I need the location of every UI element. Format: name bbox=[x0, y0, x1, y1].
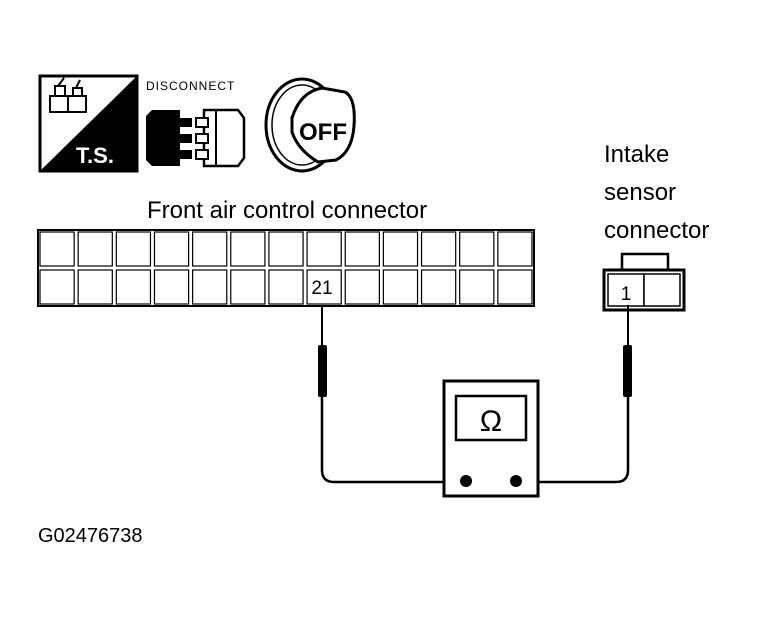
connector-cavity bbox=[459, 231, 495, 267]
connector-cavity bbox=[344, 231, 380, 267]
meter-terminal-negative bbox=[460, 475, 472, 487]
connector-cavity bbox=[344, 269, 380, 305]
connector-cavity bbox=[382, 231, 419, 267]
connector-cavity bbox=[153, 231, 190, 267]
intake-connector-title: Intake sensor connector bbox=[604, 141, 709, 244]
front-connector-title: Front air control connector bbox=[147, 197, 427, 224]
disconnect-label: DISCONNECT bbox=[146, 79, 235, 93]
intake-title-line-2: sensor bbox=[604, 179, 676, 206]
connector-cavity bbox=[268, 269, 304, 305]
ohm-symbol: Ω bbox=[480, 405, 502, 438]
connector-cavity bbox=[39, 269, 75, 305]
connector-cavity bbox=[497, 269, 533, 305]
probe-right bbox=[623, 305, 632, 397]
test-stand-label: T.S. bbox=[76, 143, 114, 168]
front-air-control-connector bbox=[37, 229, 535, 307]
connector-pins-icon bbox=[49, 77, 87, 113]
connector-cavity bbox=[420, 269, 457, 305]
connector-cavity bbox=[497, 231, 533, 267]
connector-cavity bbox=[382, 269, 419, 305]
connector-cavity bbox=[192, 231, 228, 267]
wire-left bbox=[320, 397, 466, 484]
front-connector-terminal-label: 21 bbox=[311, 278, 332, 299]
connector-cavity bbox=[230, 269, 266, 305]
connector-cavity bbox=[115, 269, 152, 305]
connector-cavity bbox=[192, 269, 228, 305]
test-stand-icon: T.S. bbox=[38, 74, 139, 173]
connector-cavity bbox=[115, 231, 152, 267]
connector-cavity bbox=[268, 231, 304, 267]
connector-cavity bbox=[306, 231, 342, 267]
connector-cavity bbox=[153, 269, 190, 305]
ignition-off-label: OFF bbox=[299, 119, 347, 146]
connector-cavity bbox=[77, 269, 113, 305]
connector-cavity bbox=[230, 231, 266, 267]
connector-cavity bbox=[459, 269, 495, 305]
intake-title-line-3: connector bbox=[604, 217, 709, 244]
ohmmeter: Ω bbox=[442, 379, 540, 498]
wire-right bbox=[516, 397, 630, 484]
connector-cavity bbox=[39, 231, 75, 267]
intake-title-line-1: Intake bbox=[604, 141, 669, 168]
figure-id: G02476738 bbox=[38, 525, 143, 547]
disconnect-icon: DISCONNECT bbox=[146, 79, 246, 168]
intake-sensor-connector bbox=[602, 252, 686, 312]
connector-cavity bbox=[77, 231, 113, 267]
meter-terminal-positive bbox=[510, 475, 522, 487]
connector-cavity bbox=[420, 231, 457, 267]
ignition-key-icon: OFF bbox=[264, 77, 356, 173]
intake-connector-terminal-label: 1 bbox=[621, 284, 632, 305]
probe-left bbox=[318, 305, 327, 397]
connector-cavity bbox=[306, 269, 342, 305]
